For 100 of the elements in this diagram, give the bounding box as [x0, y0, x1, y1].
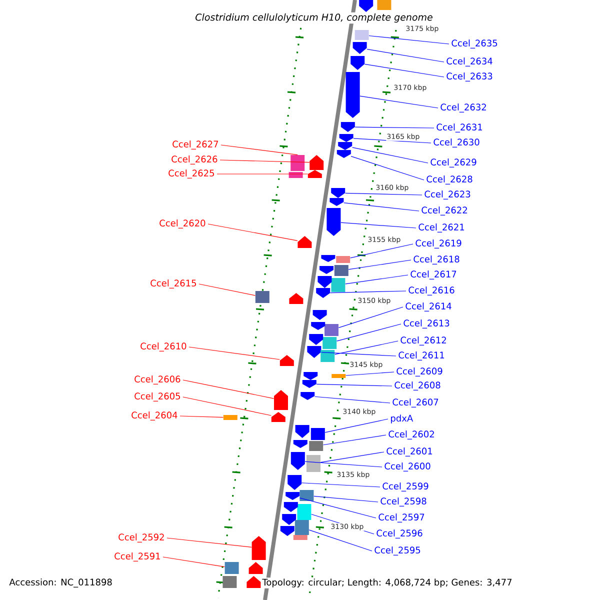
- leader-line: [180, 416, 224, 418]
- gene-block: [289, 293, 304, 304]
- gene-block: [340, 122, 355, 132]
- leader-line: [364, 64, 444, 78]
- gene-block: [309, 441, 324, 451]
- gene-label: Ccel_2621: [418, 224, 464, 232]
- gene-block: [302, 380, 316, 388]
- leader-line: [162, 556, 225, 568]
- leader-line: [314, 496, 378, 502]
- gene-block: [280, 355, 294, 366]
- leader-line: [350, 244, 414, 258]
- leader-line: [300, 498, 376, 518]
- leader-line: [368, 35, 450, 44]
- gene-label: Ccel_2600: [384, 462, 430, 472]
- gene-block: [312, 310, 327, 320]
- gene-block: [298, 236, 312, 248]
- gene-block: [354, 30, 369, 40]
- gene-block: [320, 266, 334, 274]
- leader-line: [353, 138, 432, 144]
- gene-label: Ccel_2629: [430, 158, 476, 168]
- gene-label: Ccel_2601: [386, 448, 432, 456]
- gene-label: Ccel_2618: [414, 256, 460, 264]
- gene-block: [224, 562, 239, 574]
- leader-line: [316, 384, 392, 386]
- gene-block: [350, 56, 365, 70]
- gene-block: [286, 492, 300, 500]
- leader-line: [166, 538, 252, 548]
- gene-block: [304, 372, 318, 380]
- gene-label: Ccel_2597: [378, 514, 424, 522]
- gene-label: Ccel_2627: [172, 140, 218, 150]
- gene-block: [330, 198, 344, 206]
- gene-block: [223, 415, 238, 420]
- gene-block: [326, 208, 341, 236]
- gene-label: Ccel_2625: [168, 170, 214, 178]
- gene-label: Ccel_2599: [382, 482, 428, 492]
- gene-label: Ccel_2604: [132, 412, 178, 420]
- gene-label: Ccel_2614: [406, 302, 452, 312]
- leader-line: [352, 147, 428, 164]
- gene-label: Ccel_2615: [150, 280, 196, 288]
- leader-line: [345, 274, 408, 284]
- gene-block: [331, 278, 346, 292]
- leader-line: [188, 346, 280, 360]
- gene-block: [322, 337, 337, 349]
- gene-label: Ccel_2598: [380, 498, 426, 506]
- gene-block: [334, 265, 348, 276]
- gene-label: Ccel_2596: [376, 530, 422, 538]
- gene-block: [307, 346, 322, 358]
- gene-label: Ccel_2631: [436, 124, 482, 132]
- gene-block: [321, 255, 336, 262]
- leader-line: [304, 461, 382, 468]
- leader-line: [350, 156, 424, 180]
- gene-label: Ccel_2628: [426, 176, 472, 184]
- genome-info-text: Topology: circular; Length: 4,068,724 bp; Genes: 3,477: [261, 578, 514, 588]
- gene-block: [320, 350, 335, 362]
- gene-block: [252, 536, 266, 560]
- gene-block: [300, 392, 315, 400]
- gene-block: [359, 0, 374, 12]
- gene-label: Ccel_2616: [408, 286, 454, 296]
- gene-label: Ccel_2619: [416, 240, 462, 248]
- gene-label: Ccel_2611: [398, 352, 444, 360]
- gene-block: [248, 562, 263, 574]
- leader-line: [182, 380, 274, 399]
- gene-block: [222, 576, 237, 588]
- gene-block: [338, 142, 352, 150]
- gene-block: [310, 428, 325, 440]
- gene-block: [274, 390, 288, 410]
- gene-label: Ccel_2608: [394, 382, 440, 390]
- leader-line: [354, 126, 434, 128]
- gene-block: [308, 170, 322, 178]
- gene-label: Ccel_2595: [374, 546, 420, 556]
- gene-block: [246, 576, 261, 588]
- leader-line: [321, 352, 396, 356]
- leader-line: [308, 530, 372, 552]
- leader-line: [340, 222, 416, 228]
- leader-line: [198, 284, 256, 296]
- gene-block: [331, 188, 346, 198]
- gene-label: Ccel_2626: [172, 156, 218, 164]
- gene-block: [339, 134, 354, 142]
- gene-block: [336, 256, 350, 263]
- leader-line: [336, 324, 402, 342]
- accession-text: Accession: NC_011898: [8, 578, 114, 588]
- gene-block: [293, 440, 308, 448]
- gene-block: [284, 502, 298, 512]
- gene-block: [318, 276, 332, 288]
- gene-block: [346, 72, 360, 118]
- gene-block: [295, 425, 310, 438]
- gene-block: [310, 155, 324, 170]
- leader-line: [208, 224, 298, 241]
- leader-line: [314, 396, 390, 404]
- gene-block: [290, 452, 305, 470]
- leader-line: [345, 192, 422, 196]
- gene-block: [316, 288, 330, 298]
- gene-block: [280, 526, 294, 536]
- gene-label: Ccel_2591: [114, 552, 160, 562]
- gene-block: [271, 412, 286, 422]
- leader-line: [338, 306, 404, 328]
- leader-line: [346, 372, 394, 376]
- gene-block: [300, 490, 314, 501]
- gene-label: pdxA: [391, 414, 414, 424]
- gene-block: [352, 42, 367, 54]
